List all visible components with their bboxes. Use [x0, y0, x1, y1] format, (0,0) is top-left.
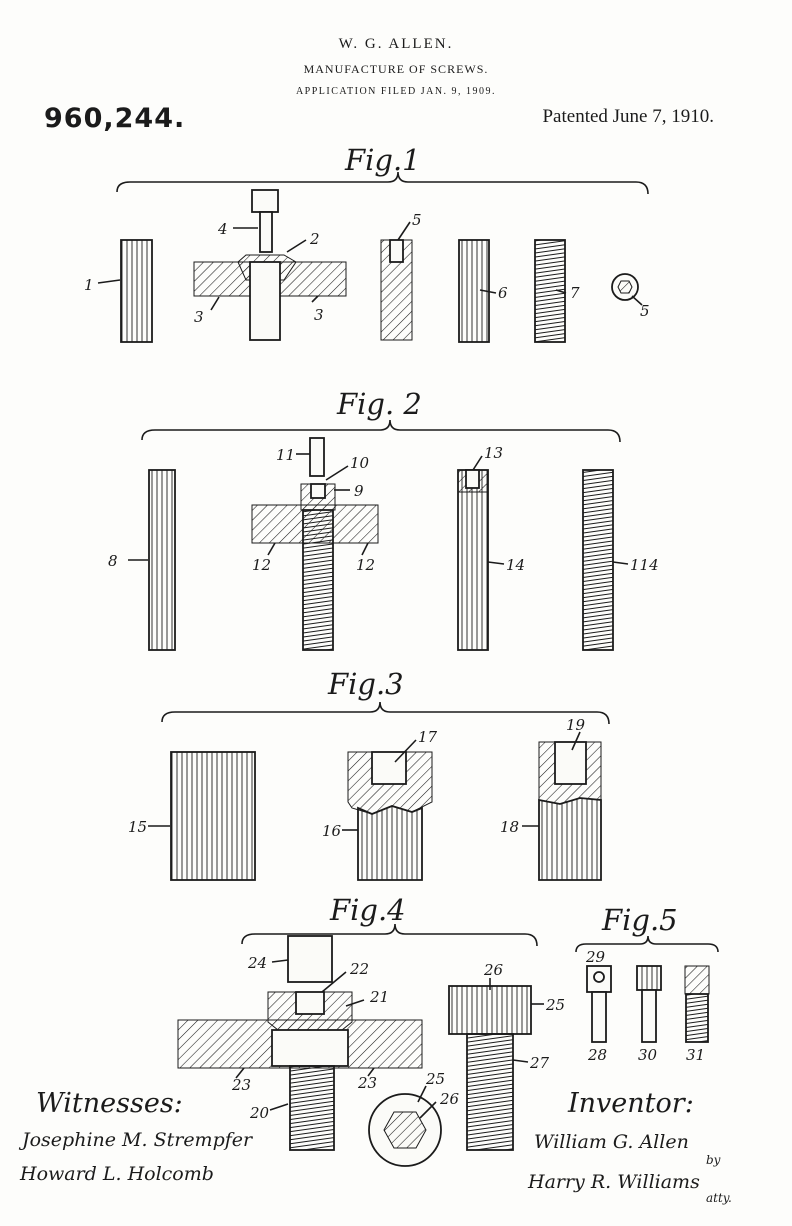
ref-24: 24 — [247, 954, 267, 972]
figure-4: Fig.4 21 22 23 23 24 25 25 26 26 27 20 — [177, 893, 565, 1167]
fig2-grooved-blank — [457, 469, 489, 651]
ref-17: 17 — [418, 728, 438, 746]
figure-3: Fig.3 15 16 17 18 19 — [128, 667, 610, 881]
ref-20: 20 — [249, 1104, 270, 1122]
fig1-hex-socket — [617, 280, 633, 294]
figure-1: Fig.1 1 2 3 3 4 5 6 7 5 — [84, 143, 650, 343]
ref-3-right: 3 — [314, 306, 324, 324]
ref-30: 30 — [638, 1046, 658, 1064]
ref-2: 2 — [309, 230, 320, 248]
ref-11: 11 — [276, 446, 295, 464]
figure-5: Fig.5 29 28 30 31 — [575, 903, 719, 1064]
fig2-brace — [141, 419, 621, 443]
fig5-screw-31-shank — [685, 993, 709, 1043]
ref-4: 4 — [217, 220, 228, 238]
patented-date: Patented June 7, 1910. — [542, 106, 714, 127]
ref-12-right: 12 — [356, 556, 375, 574]
fig1-blank — [120, 239, 153, 343]
fig3-blank — [170, 751, 256, 881]
ref-31: 31 — [686, 1046, 705, 1064]
ref-22: 22 — [349, 960, 369, 978]
ref-28: 28 — [587, 1046, 607, 1064]
ref-14: 14 — [506, 556, 525, 574]
fig5-screw-30-shank — [641, 989, 657, 1043]
signature-block: Witnesses: Josephine M. Strempfer Howard… — [18, 1088, 732, 1205]
fig2-threaded-blank — [582, 469, 614, 651]
attorney-suffix: atty. — [706, 1191, 732, 1205]
fig2-threaded-shank — [302, 509, 334, 651]
ref-27: 27 — [529, 1054, 550, 1072]
patent-title: MANUFACTURE OF SCREWS. — [303, 62, 489, 76]
ref-29: 29 — [585, 948, 606, 966]
fig3-label: Fig.3 — [327, 667, 404, 701]
ref-12-left: 12 — [252, 556, 271, 574]
fig2-socket — [310, 483, 326, 499]
ref-21: 21 — [369, 988, 389, 1006]
attorney-signature: Harry R. Williams — [527, 1171, 700, 1193]
fig4-neck — [271, 1029, 349, 1067]
ref-15: 15 — [128, 818, 147, 836]
ref-25-end: 25 — [425, 1070, 445, 1088]
fig3-socket-19 — [554, 741, 587, 785]
fig1-brace — [116, 171, 649, 195]
figure-2: Fig. 2 8 9 10 11 12 12 13 14 114 — [108, 387, 659, 651]
fig2-blank — [148, 469, 176, 651]
ref-1: 1 — [84, 276, 94, 294]
ref-5: 5 — [412, 211, 422, 229]
fig4-socket — [295, 991, 325, 1015]
fig1-label: Fig.1 — [344, 143, 421, 177]
fig5-brace — [575, 935, 719, 953]
fig4-finished-head — [448, 985, 532, 1035]
ref-23-left: 23 — [231, 1076, 251, 1094]
fig4-brace — [241, 923, 538, 947]
fig1-socket — [389, 239, 404, 263]
ref-6: 6 — [498, 284, 508, 302]
ref-26-end: 26 — [439, 1090, 460, 1108]
fig4-finished-shank — [466, 1033, 514, 1151]
fig2-label: Fig. 2 — [336, 387, 422, 421]
ref-7: 7 — [570, 284, 580, 302]
fig4-hex-socket — [383, 1111, 427, 1149]
application-filed-date: APPLICATION FILED JAN. 9, 1909. — [295, 86, 497, 97]
fig4-punch — [287, 935, 333, 983]
inventor-signature: William G. Allen — [534, 1131, 689, 1153]
fig4-threaded-shank — [289, 1065, 335, 1151]
fig3-shank-18 — [538, 797, 602, 881]
ref-18: 18 — [500, 818, 519, 836]
fig1-blank-in-die — [249, 261, 281, 341]
ref-8: 8 — [108, 552, 118, 570]
fig5-screw-30-head — [636, 965, 662, 991]
ref-16: 16 — [322, 822, 342, 840]
fig1-punch-head — [251, 189, 279, 213]
fig5-socket-29 — [593, 971, 605, 983]
witnesses-label: Witnesses: — [36, 1088, 183, 1119]
patent-number: 960,244. — [44, 103, 186, 134]
inventor-label: Inventor: — [567, 1088, 694, 1119]
fig1-punch — [259, 211, 273, 253]
ref-19: 19 — [566, 716, 586, 734]
fig3-brace — [161, 701, 610, 725]
fig3-socket-17 — [371, 751, 407, 785]
ref-25: 25 — [545, 996, 565, 1014]
ref-23-right: 23 — [357, 1074, 377, 1092]
witness-1-signature: Josephine M. Strempfer — [18, 1129, 254, 1151]
fig4-label: Fig.4 — [329, 893, 406, 927]
fig2-blank-socket — [465, 469, 480, 489]
ref-10: 10 — [350, 454, 370, 472]
witness-2-signature: Howard L. Holcomb — [19, 1163, 214, 1185]
inventor-name: W. G. ALLEN. — [338, 36, 454, 52]
ref-13: 13 — [484, 444, 503, 462]
ref-26: 26 — [483, 961, 504, 979]
fig5-label: Fig.5 — [601, 903, 678, 937]
fig2-punch — [309, 437, 325, 477]
ref-114: 114 — [630, 556, 659, 574]
fig5-screw-31-head — [684, 965, 710, 995]
fig5-screw-28-shank — [591, 991, 607, 1043]
ref-3-left: 3 — [194, 308, 204, 326]
ref-9: 9 — [354, 482, 364, 500]
ref-5-end: 5 — [640, 302, 650, 320]
fig3-shank-16 — [357, 805, 423, 881]
by-label: by — [706, 1153, 721, 1167]
